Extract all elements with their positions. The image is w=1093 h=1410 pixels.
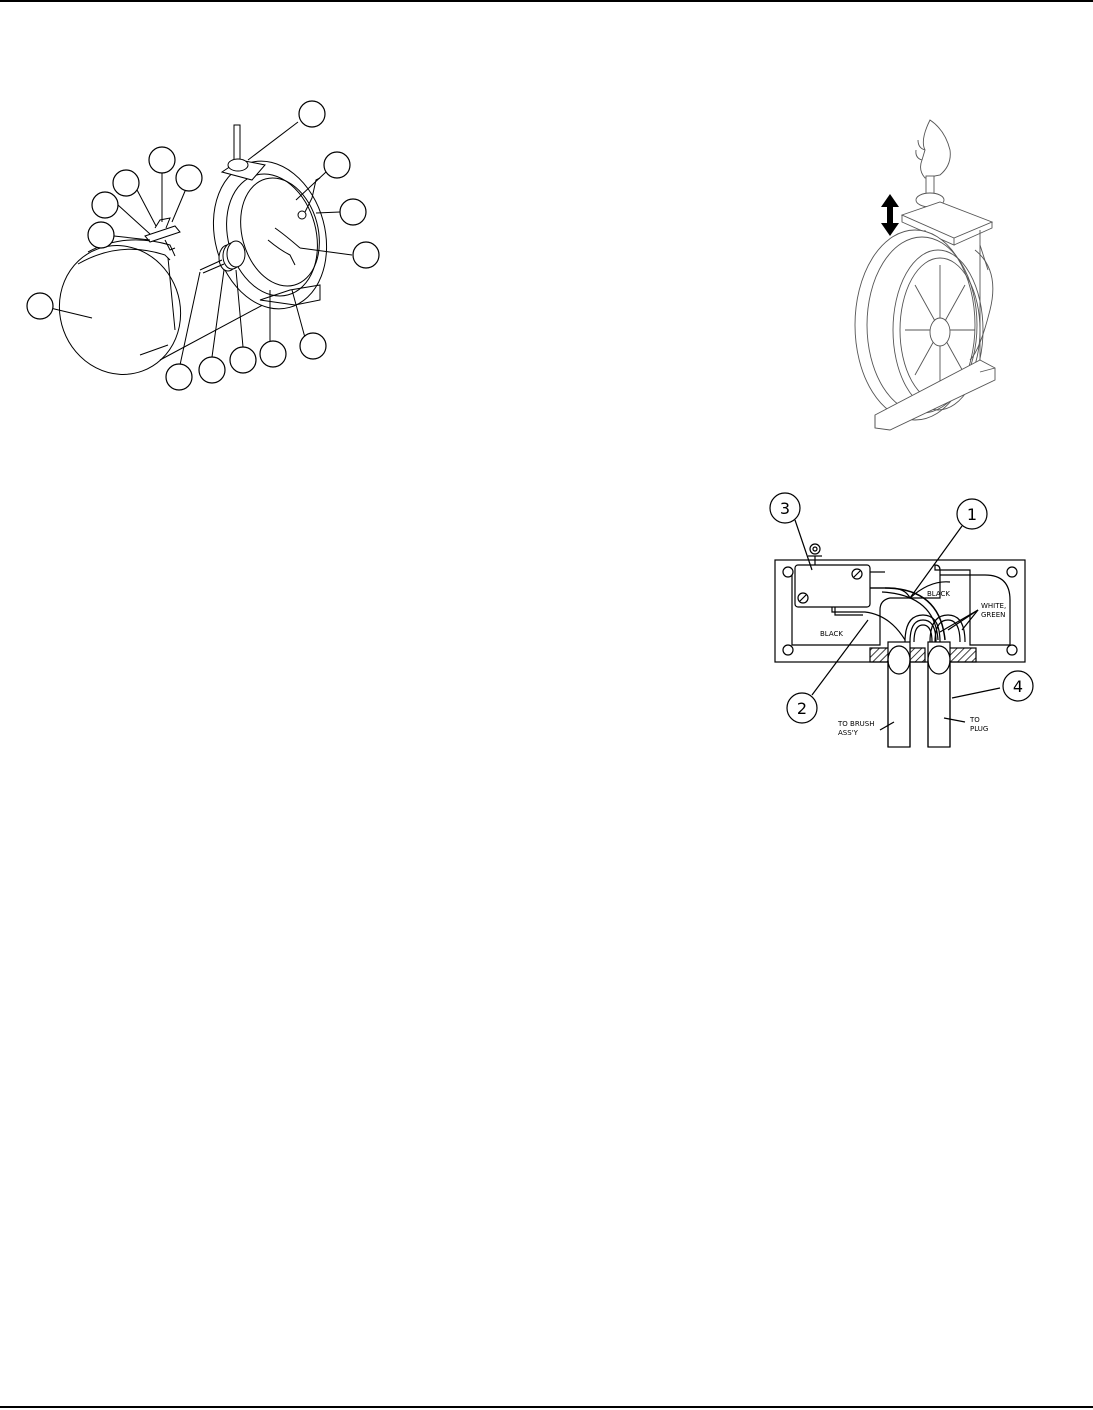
label-white-green-2: GREEN: [981, 611, 1005, 619]
bottom-rule: [0, 1406, 1093, 1408]
callout-circle: [353, 242, 379, 268]
label-black-lower: BLACK: [820, 630, 843, 638]
label-white-green-1: WHITE,: [981, 602, 1006, 610]
callout-circle: [149, 147, 175, 173]
label-to-plug-2: PLUG: [970, 725, 988, 733]
switch-wiring-diagram: 3 1 2 4 BLACK BLACK WHITE, GREEN TO BRUS…: [740, 490, 1050, 760]
micro-switch: [795, 565, 870, 607]
callout-circle: [27, 293, 53, 319]
callout-circle: [324, 152, 350, 178]
label-to-brush-2: ASS'Y: [838, 729, 859, 737]
exploded-view-diagram: [0, 0, 420, 400]
reel-mounting-illustration: [830, 110, 1010, 440]
callout-4: 4: [1013, 677, 1023, 696]
callout-circle: [166, 364, 192, 390]
callout-3: 3: [780, 499, 790, 518]
callout-circle: [92, 192, 118, 218]
callout-circle: [340, 199, 366, 225]
callout-circle: [113, 170, 139, 196]
label-black-upper: BLACK: [927, 590, 950, 598]
callout-circle: [300, 333, 326, 359]
callout-1: 1: [967, 505, 977, 524]
callout-circle: [299, 101, 325, 127]
callout-circle: [88, 222, 114, 248]
label-to-brush-1: TO BRUSH: [837, 720, 875, 728]
callout-circle: [260, 341, 286, 367]
callout-circle: [199, 357, 225, 383]
callout-circle: [230, 347, 256, 373]
callout-circle: [176, 165, 202, 191]
callout-2: 2: [797, 699, 807, 718]
label-to-plug-1: TO: [969, 716, 980, 724]
